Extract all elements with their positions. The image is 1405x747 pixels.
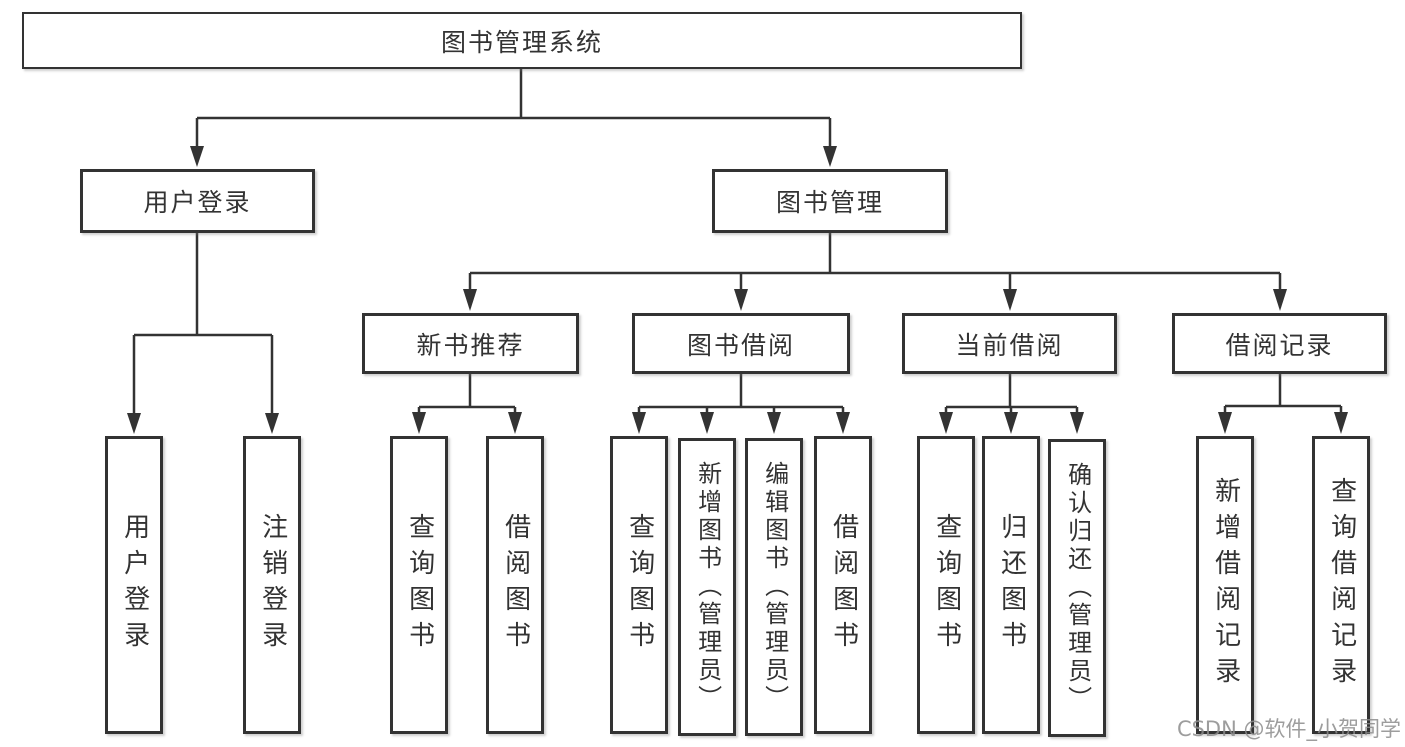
connector-paths	[132, 69, 1343, 413]
node-borrowing-records: 借阅记录	[1172, 313, 1387, 374]
leaf-add-books-admin: 新增图书（管理员）	[678, 438, 736, 736]
leaf-query-borrow-record: 查询借阅记录	[1312, 436, 1370, 734]
leaf-query-books-recommend: 查询图书	[390, 436, 448, 734]
leaf-user-login: 用户登录	[105, 436, 163, 734]
leaf-query-books: 查询图书	[610, 436, 668, 734]
node-book-management: 图书管理	[712, 169, 948, 233]
node-label: 新书推荐	[416, 330, 525, 360]
node-label: 图书管理系统	[440, 27, 603, 57]
node-label: 借阅图书	[828, 513, 859, 657]
leaf-confirm-return-admin: 确认归还（管理员）	[1048, 439, 1106, 737]
leaf-borrow-books: 借阅图书	[814, 436, 872, 734]
node-label: 注销登录	[257, 513, 288, 657]
node-user-login: 用户登录	[80, 169, 315, 233]
node-label: 编辑图书（管理员）	[760, 461, 789, 713]
leaf-query-books-current: 查询图书	[917, 436, 975, 734]
node-label: 图书管理	[775, 188, 884, 217]
csdn-watermark: CSDN @软件_小贺同学	[1176, 717, 1401, 741]
node-label: 归还图书	[996, 513, 1027, 657]
node-label: 查询图书	[404, 513, 435, 657]
node-label: 借阅记录	[1225, 330, 1334, 360]
node-label: 图书借阅	[686, 330, 795, 360]
node-new-book-recommendation: 新书推荐	[362, 313, 579, 374]
node-label: 新增借阅记录	[1210, 477, 1241, 693]
leaf-edit-books-admin: 编辑图书（管理员）	[745, 438, 803, 736]
leaf-add-borrow-record: 新增借阅记录	[1196, 436, 1254, 734]
leaf-logout: 注销登录	[243, 436, 301, 734]
leaf-borrow-books-recommend: 借阅图书	[486, 436, 544, 734]
node-label: 查询借阅记录	[1326, 477, 1357, 693]
arrowheads	[127, 146, 1348, 434]
node-label: 当前借阅	[955, 330, 1064, 360]
node-library-management-system: 图书管理系统	[22, 12, 1022, 69]
node-label: 确认归还（管理员）	[1063, 462, 1092, 714]
leaf-return-books: 归还图书	[982, 436, 1040, 734]
node-label: 借阅图书	[500, 513, 531, 657]
node-label: 查询图书	[931, 513, 962, 657]
node-label: 用户登录	[143, 188, 252, 217]
node-label: 新增图书（管理员）	[693, 461, 722, 713]
node-label: 用户登录	[119, 513, 150, 657]
node-label: 查询图书	[624, 513, 655, 657]
node-current-borrowing: 当前借阅	[902, 313, 1117, 374]
node-book-borrowing: 图书借阅	[632, 313, 850, 374]
